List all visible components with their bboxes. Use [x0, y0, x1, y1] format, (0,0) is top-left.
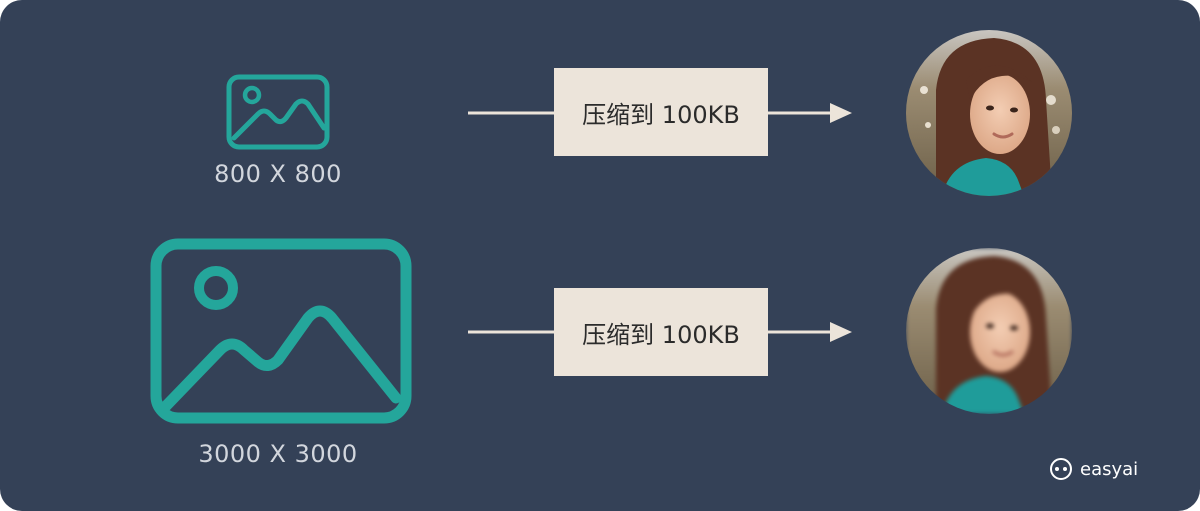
size-label-small: 800 X 800	[214, 160, 342, 188]
size-label-large: 3000 X 3000	[198, 440, 358, 468]
compress-box-2: 压缩到 100KB	[554, 288, 768, 376]
compress-box-1: 压缩到 100KB	[554, 68, 768, 156]
blurry-photo	[906, 248, 1072, 414]
image-icon	[226, 74, 330, 150]
easyai-logo-icon	[1050, 458, 1072, 480]
sharp-photo	[906, 30, 1072, 196]
arrow-right-icon	[468, 100, 858, 126]
arrow-right-icon	[468, 319, 858, 345]
brand-name: easyai	[1080, 458, 1139, 480]
brand-watermark: easyai	[1050, 458, 1138, 480]
image-icon-large	[150, 238, 412, 424]
